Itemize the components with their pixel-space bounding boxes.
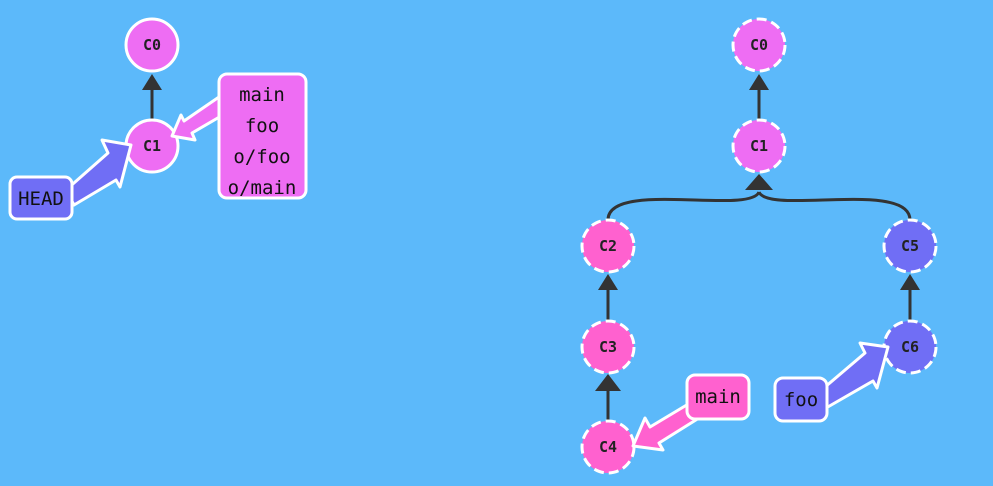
head-label: HEAD [18, 188, 64, 210]
branch-box-foo-remote[interactable]: foo [773, 376, 829, 423]
edge-c3-c2-remote [598, 274, 618, 321]
local-tree: C0 C1 main foo o/foo o/main HEAD [8, 17, 308, 221]
remote-tree: C0 C1 C2 C3 C4 C5 C6 m [580, 17, 938, 475]
commit-label: C1 [143, 137, 161, 155]
commit-label: C4 [599, 438, 617, 456]
branch-box-main-remote[interactable]: main [685, 373, 751, 421]
commit-label: C5 [901, 237, 919, 255]
branch-label-foo: foo [784, 389, 818, 411]
commit-node-c4-remote[interactable]: C4 [580, 419, 636, 475]
branch-label-o-main: o/main [228, 177, 297, 199]
branch-label-o-foo: o/foo [233, 146, 290, 168]
edge-c6-c5-remote [900, 274, 920, 321]
commit-node-c1-local[interactable]: C1 [124, 118, 180, 174]
branch-label-main: main [695, 386, 741, 408]
edge-c5-c1-remote [745, 174, 912, 221]
head-pointer-arrow [64, 138, 133, 207]
commit-node-c1-remote[interactable]: C1 [731, 118, 787, 174]
commit-node-c3-remote[interactable]: C3 [580, 319, 636, 375]
commit-node-c2-remote[interactable]: C2 [580, 218, 636, 274]
commit-label: C1 [750, 137, 768, 155]
commit-node-c0-remote[interactable]: C0 [731, 17, 787, 73]
commit-label: C0 [750, 36, 768, 54]
edge-c1-c0-local [142, 74, 162, 121]
edge-c4-c3-remote [595, 374, 621, 421]
edge-c1-c0-remote [749, 74, 769, 121]
edge-c2-c1-remote [606, 191, 761, 221]
commit-label: C3 [599, 338, 617, 356]
foo-pointer-arrow [816, 341, 890, 410]
branch-label-main: main [239, 84, 285, 106]
commit-node-c0-local[interactable]: C0 [124, 17, 180, 73]
commit-label: C6 [901, 338, 919, 356]
commit-node-c5-remote[interactable]: C5 [882, 218, 938, 274]
commit-label: C0 [143, 36, 161, 54]
head-box[interactable]: HEAD [8, 175, 74, 221]
commit-node-c6-remote[interactable]: C6 [882, 319, 938, 375]
branch-label-foo: foo [245, 115, 279, 137]
commit-label: C2 [599, 237, 617, 255]
main-pointer-arrow [631, 401, 701, 452]
branch-box-local[interactable]: main foo o/foo o/main [217, 72, 308, 200]
